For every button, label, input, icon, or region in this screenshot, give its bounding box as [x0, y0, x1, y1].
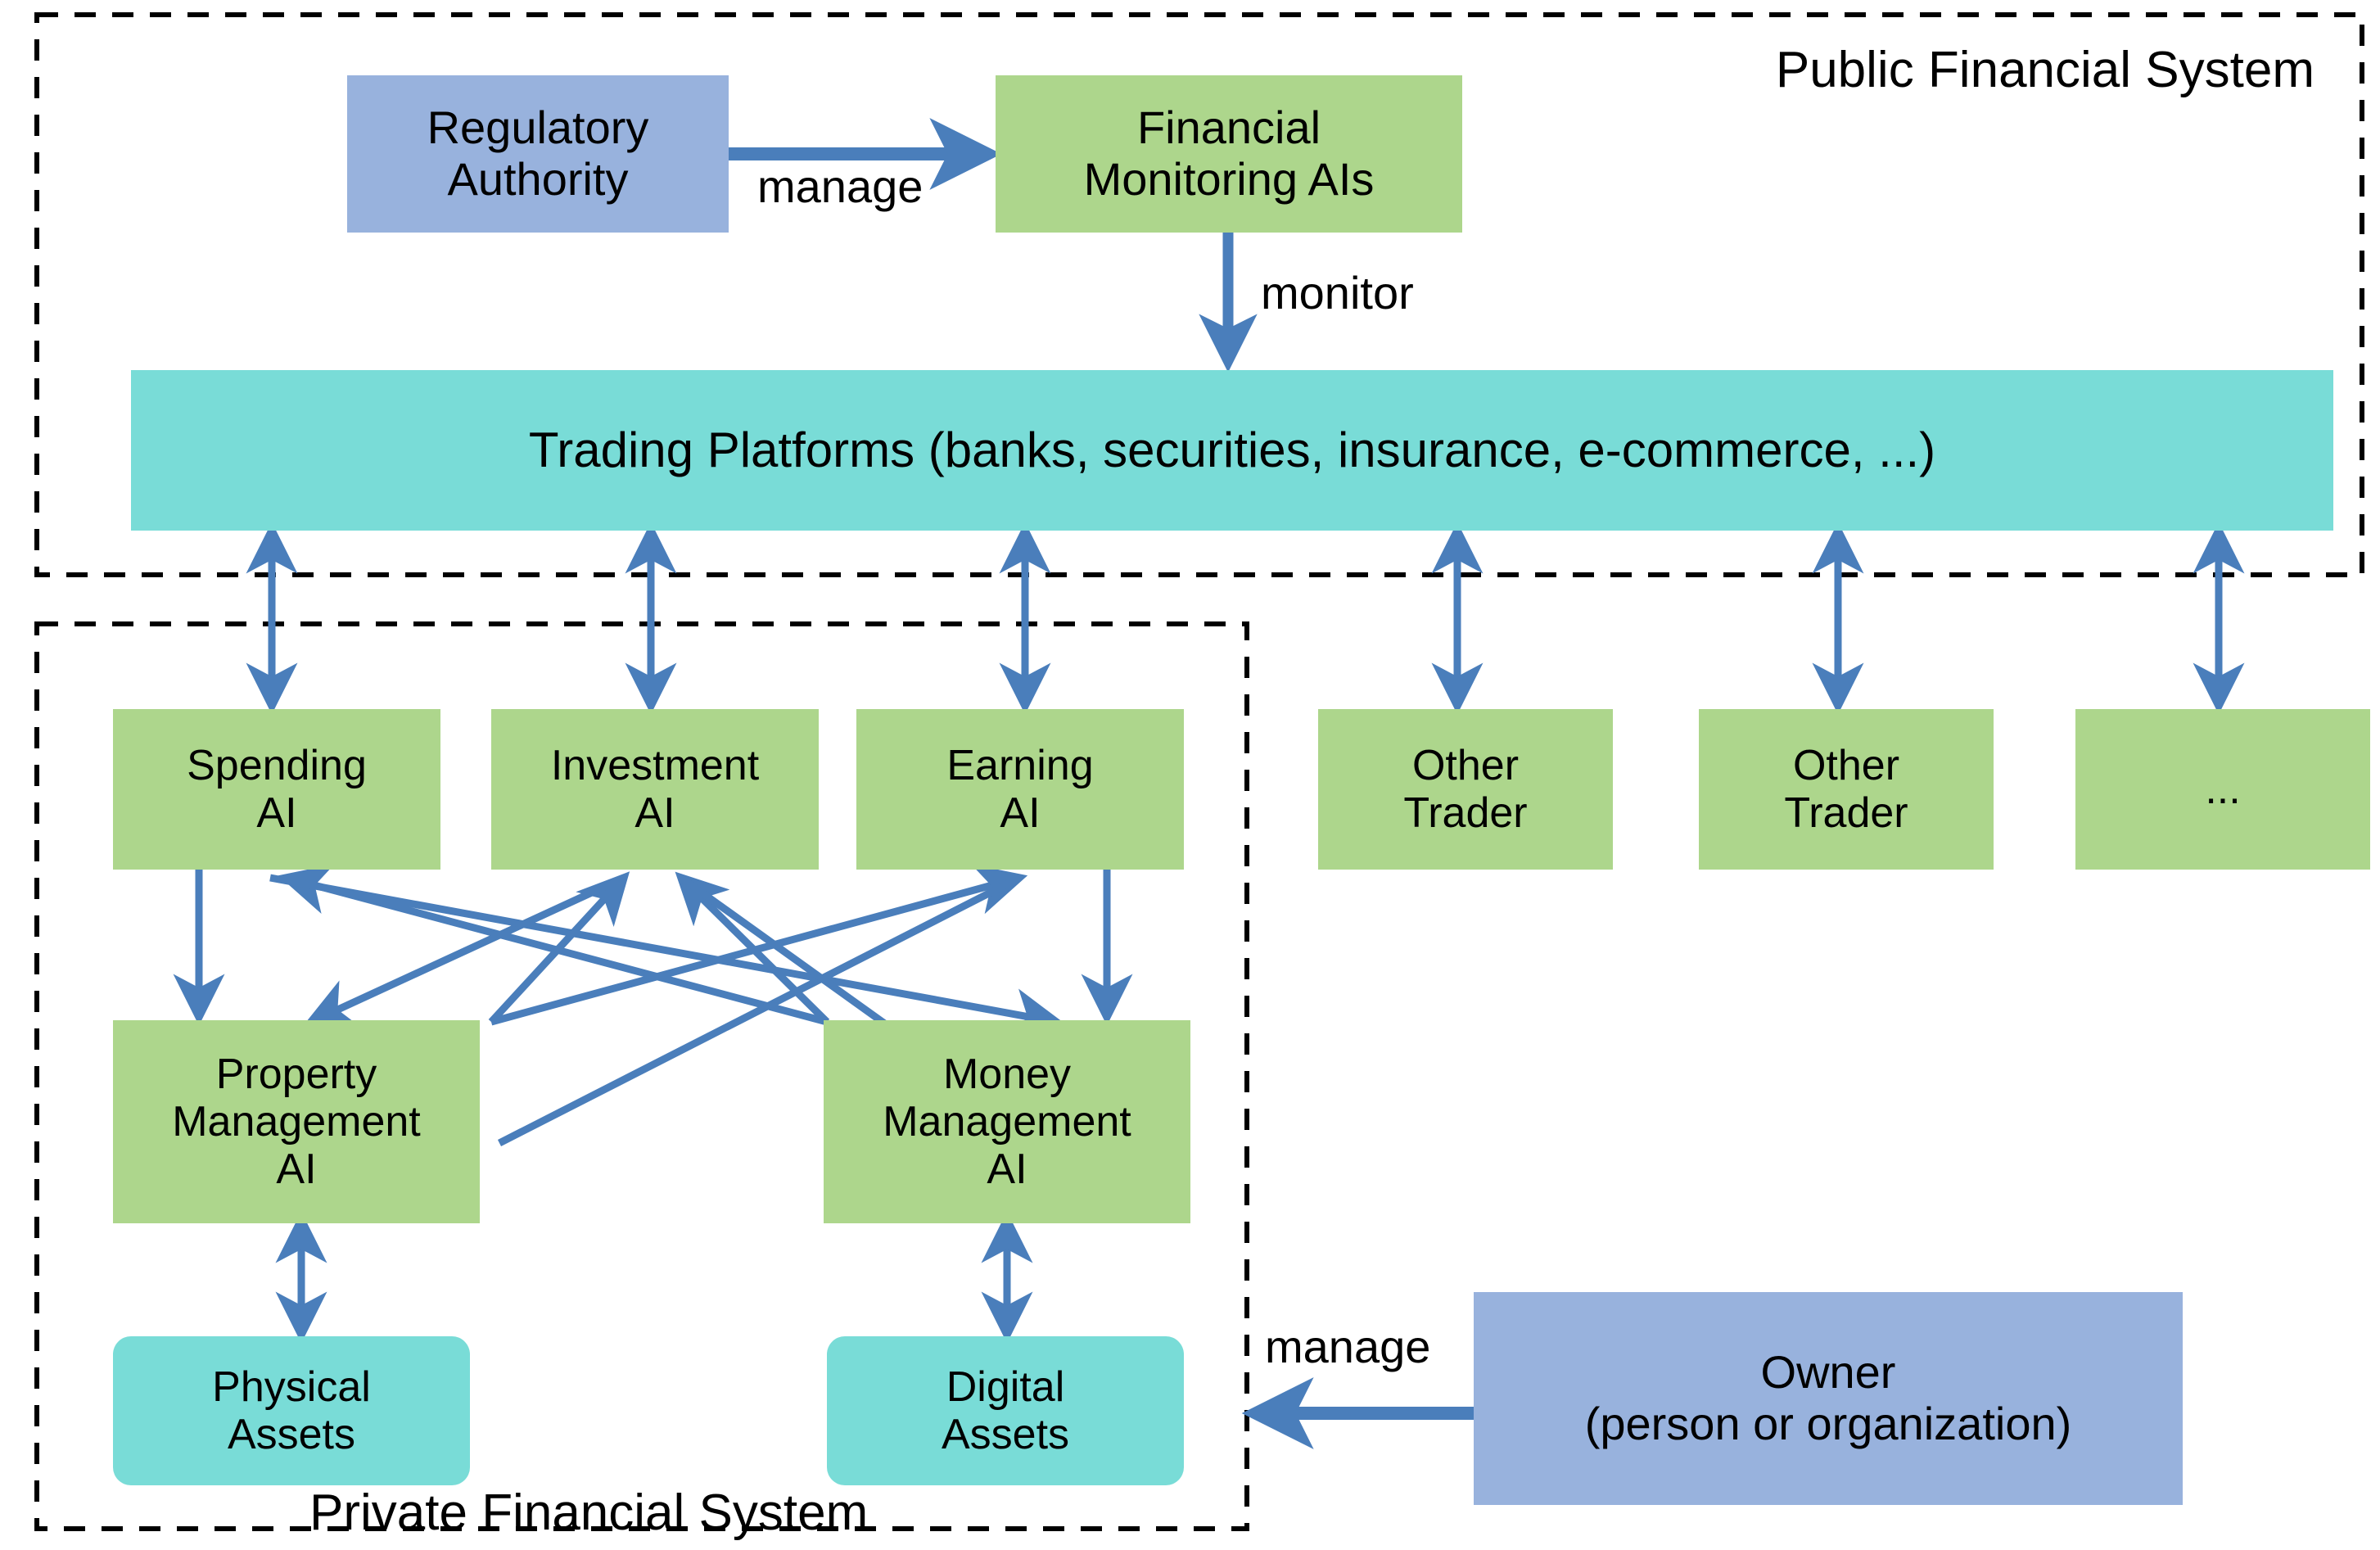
node-investment-ai[interactable] [491, 709, 819, 870]
node-trading-platforms[interactable] [131, 370, 2333, 531]
public-financial-system-title: Public Financial System [1775, 42, 2315, 98]
node-physical-assets[interactable] [113, 1336, 470, 1485]
node-more-traders[interactable] [2075, 709, 2370, 870]
edge-earning-to-property [497, 874, 1022, 1147]
node-money-management-ai[interactable] [824, 1020, 1190, 1223]
edge-spending-to-money [269, 874, 1065, 1040]
node-financial-monitoring-ais[interactable] [996, 75, 1462, 233]
edge-property-to-investment [488, 871, 630, 1025]
edge-property-to-earning [490, 864, 1028, 1026]
node-owner[interactable] [1474, 1292, 2183, 1505]
public-financial-system-region [34, 12, 2364, 577]
node-spending-ai[interactable] [113, 709, 440, 870]
edge-label-monitor: monitor [1261, 267, 1414, 319]
node-other-trader-2[interactable] [1699, 709, 1994, 870]
edge-label-manage-authority: manage [757, 160, 924, 212]
node-property-management-ai[interactable] [113, 1020, 480, 1223]
node-other-trader-1[interactable] [1318, 709, 1613, 870]
edge-label-manage-owner: manage [1265, 1321, 1431, 1372]
node-earning-ai[interactable] [856, 709, 1184, 870]
node-regulatory-authority[interactable] [347, 75, 729, 233]
node-digital-assets[interactable] [827, 1336, 1184, 1485]
private-financial-system-title: Private Financial System [309, 1484, 869, 1541]
edge-investment-to-property [303, 874, 625, 1028]
